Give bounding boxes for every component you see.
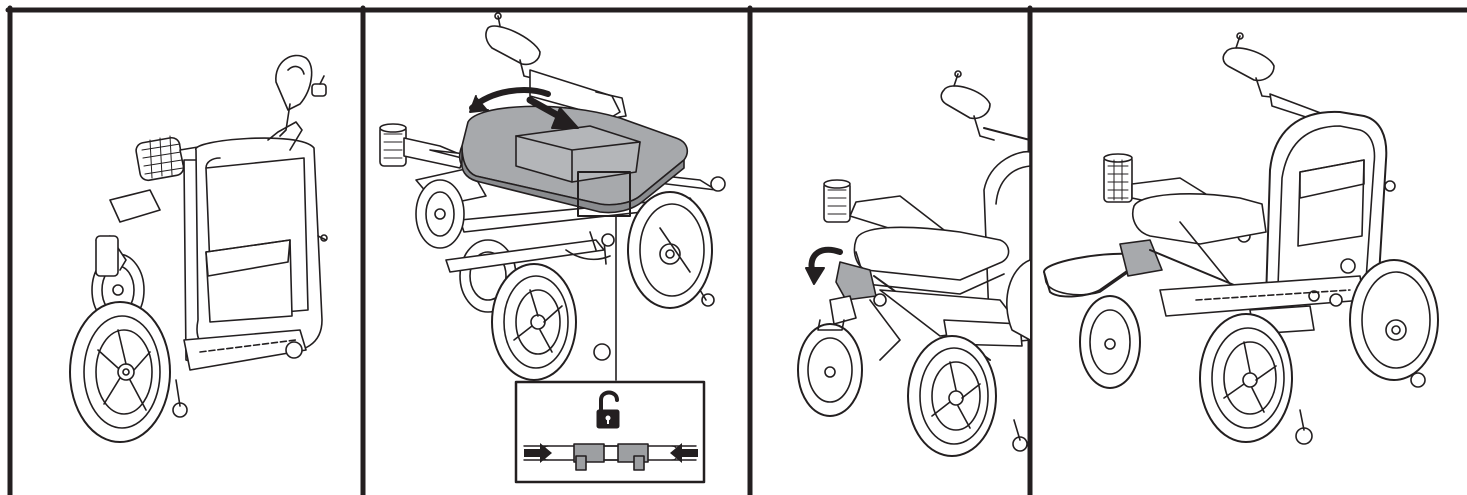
panel-1-folded-chair [69,54,328,443]
cup-holder [379,123,407,167]
basket [135,135,185,182]
joystick [1222,32,1281,99]
unlock-icon [596,390,620,429]
front-wheel [907,335,997,457]
front-wheel [491,263,577,381]
panel-4-assembled-chair [1043,32,1439,445]
rotate-down-arrow-icon [805,246,843,285]
rear-wheel [1349,259,1439,381]
joystick [485,12,541,81]
cup-holder [1103,153,1133,203]
backrest [1265,110,1388,301]
panel-3-footrest [797,70,1031,457]
joystick [940,70,995,141]
front-wheel [69,301,171,443]
push-arrow-icon [526,96,579,129]
left-rear-wheel [415,179,465,249]
front-caster-wheel [1079,295,1141,389]
cup-holder [823,179,851,223]
rear-wheel-partial [1006,259,1031,341]
joystick [275,54,327,137]
front-wheel [1199,313,1293,443]
left-push-arrow-icon [670,443,698,463]
rotate-arrow-icon [469,87,551,113]
right-push-arrow-icon [524,443,552,463]
right-rear-wheel [627,191,713,309]
unlock-latch-detail [514,380,706,484]
front-caster-wheel [797,319,863,417]
panel-2-seat-cushion [379,12,726,484]
